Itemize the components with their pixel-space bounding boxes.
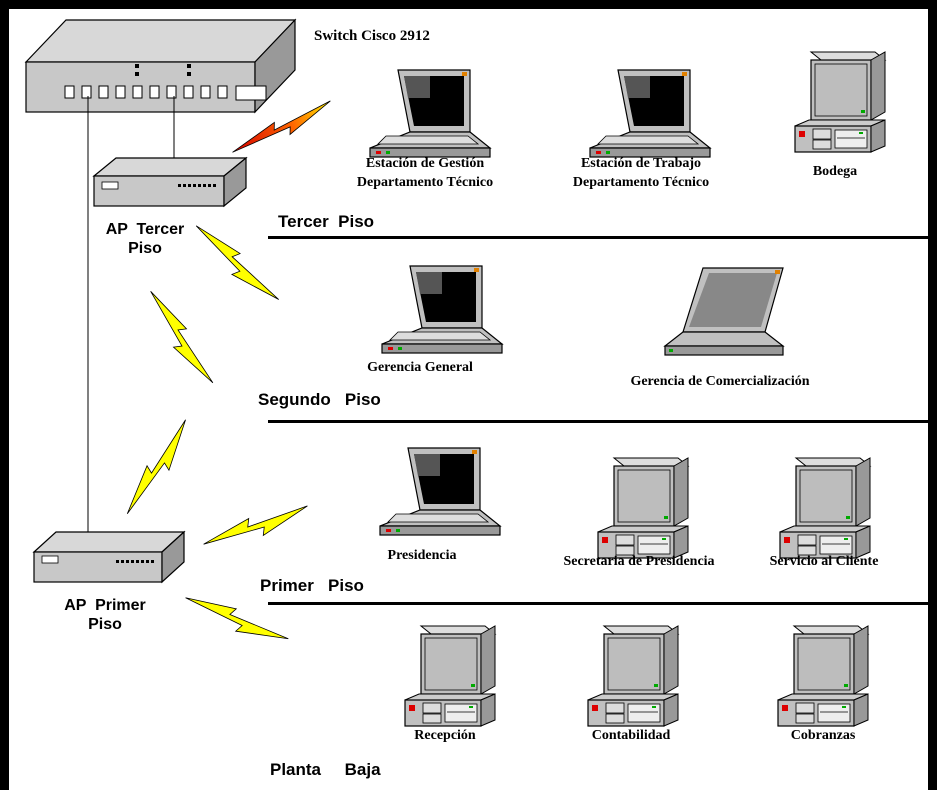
wireless-link-switch-gestion: [232, 100, 331, 153]
floor-label-second: Segundo Piso: [258, 390, 381, 409]
laptop-icon-gerencia-general: [381, 265, 503, 354]
station-label-presidencia: Presidencia: [387, 548, 457, 563]
wireless-link-ap1-up: [115, 418, 201, 518]
ap-first-floor-icon: [32, 530, 186, 584]
station-label-gerencia-general: Gerencia General: [367, 360, 473, 375]
laptop-icon-presidencia: [379, 447, 501, 536]
station-label-secretaria: Secretaria de Presidencia: [563, 554, 715, 569]
floor-divider-second: [268, 420, 930, 423]
desktop-icon-cobranzas: [777, 625, 869, 727]
station-label-bodega: Bodega: [812, 164, 858, 179]
floor-label-first: Primer Piso: [260, 576, 364, 595]
floor-divider-first: [268, 602, 930, 605]
floor-label-ground: Planta Baja: [270, 760, 381, 779]
wireless-link-ap3-down: [144, 284, 216, 392]
desktop-icon-contabilidad: [587, 625, 679, 727]
ap-first-floor-label: AP Primer Piso: [64, 597, 146, 633]
station-label-recepcion: Recepción: [414, 728, 476, 743]
station-label-gestion: Estación de Gestión Departamento Técnico: [356, 156, 494, 190]
station-label-gerencia-comercializacion: Gerencia de Comercialización: [630, 374, 810, 389]
wireless-link-ap1-first: [199, 503, 313, 551]
station-label-contabilidad: Contabilidad: [591, 728, 671, 743]
station-label-servicio: Servicio al Cliente: [769, 554, 879, 569]
switch-label: Switch Cisco 2912: [314, 28, 430, 44]
station-label-trabajo: Estación de Trabajo Departamento Técnico: [572, 156, 710, 190]
floor-divider-third: [268, 236, 930, 239]
switch-icon: [24, 18, 297, 114]
laptop-icon-gestion: [369, 69, 491, 158]
desktop-icon-servicio: [779, 457, 871, 559]
ap-third-floor-label: AP Tercer Piso: [105, 221, 185, 257]
ap-third-floor-icon: [92, 156, 248, 208]
laptop-icon-trabajo: [589, 69, 711, 158]
desktop-icon-secretaria: [597, 457, 689, 559]
desktop-icon-recepcion: [404, 625, 496, 727]
laptop-icon-gerencia-comercializacion: [664, 267, 784, 356]
desktop-icon-bodega: [794, 51, 886, 153]
station-label-cobranzas: Cobranzas: [790, 728, 856, 743]
floor-label-third: Tercer Piso: [278, 212, 375, 231]
